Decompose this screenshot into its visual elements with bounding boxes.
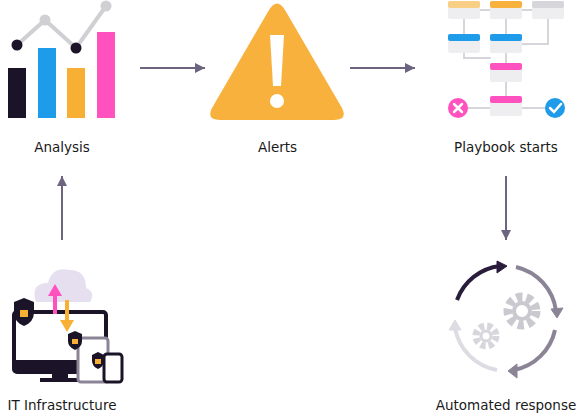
infrastructure-icon: [14, 269, 122, 382]
fail-mark: [448, 98, 468, 118]
trend-line: [17, 6, 106, 48]
success-mark: [545, 98, 565, 118]
bar: [8, 68, 26, 118]
bar: [97, 32, 115, 118]
icon-node: IT Infrastructure: [0, 240, 124, 416]
cycle-icon: [449, 261, 563, 378]
node-caption: Analysis: [0, 137, 140, 157]
point: [40, 15, 51, 26]
bar: [67, 68, 85, 118]
flow-arrow: [140, 67, 205, 69]
icon-node: Alerts: [205, 0, 350, 176]
point: [12, 40, 23, 51]
exclamation-dot: [270, 94, 284, 108]
flow-arrow: [505, 176, 507, 240]
flow-arrow: [350, 67, 415, 69]
icon-node: Automated response: [427, 240, 585, 416]
icon-node: Analysis: [0, 0, 140, 176]
node-caption: Alerts: [205, 137, 350, 157]
bar: [38, 48, 56, 118]
node-caption: IT Infrastructure: [0, 395, 124, 415]
point: [101, 1, 112, 12]
flow-arrow: [61, 176, 63, 240]
warning-triangle: [210, 4, 344, 121]
node-caption: Automated response: [427, 395, 585, 415]
chart-icon: [8, 1, 115, 119]
alert-icon: [210, 4, 344, 121]
point: [71, 43, 82, 54]
exclamation-bar: [270, 35, 284, 86]
icon-node: Playbook starts: [415, 0, 585, 176]
playbook-icon: [448, 1, 565, 118]
node-caption: Playbook starts: [415, 137, 585, 157]
